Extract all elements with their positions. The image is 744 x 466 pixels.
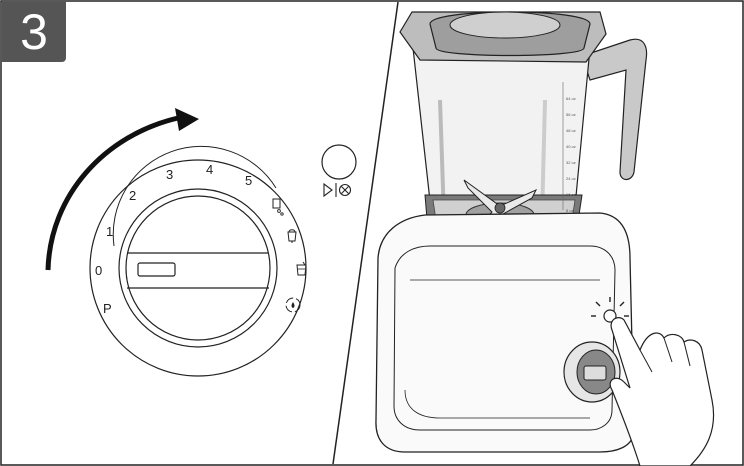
dial-position-5: 5: [245, 173, 252, 188]
self-clean-icon: [285, 297, 301, 313]
dial-position-p: P: [103, 301, 112, 316]
dial-knob[interactable]: [125, 195, 271, 341]
volume-scale: 64 oz 56 oz 48 oz 40 oz 32 oz 24 oz 16 o…: [562, 82, 576, 213]
dial-position-3: 3: [166, 167, 173, 182]
dial-position-labels: P 0 1 2 3 4 5: [95, 162, 252, 316]
dial-pointer: [137, 262, 176, 277]
blender-illustration: 64 oz 56 oz 48 oz 40 oz 32 oz 24 oz 16 o…: [375, 11, 715, 466]
motor-base: [375, 212, 635, 453]
base-pulse-button[interactable]: [591, 297, 629, 323]
smoothie-icon: [272, 198, 284, 216]
dial-position-0: 0: [95, 263, 102, 278]
dial-position-4: 4: [206, 162, 213, 177]
dial-position-1: 1: [106, 224, 113, 239]
dial-position-2: 2: [129, 188, 136, 203]
volume-mark: 56 oz: [566, 112, 576, 117]
volume-mark: 64 oz: [566, 96, 576, 101]
program-icons: [272, 198, 307, 313]
step-number-badge: 3: [2, 2, 66, 62]
start-stop-icon: [323, 182, 352, 198]
volume-mark: 24 oz: [566, 176, 576, 181]
pitcher-handle: [581, 38, 648, 181]
panel-divider: [332, 1, 399, 465]
soup-icon: [296, 261, 307, 276]
volume-mark: 48 oz: [566, 128, 576, 133]
volume-mark: 40 oz: [566, 144, 576, 149]
volume-mark: 8 oz: [566, 208, 574, 213]
base-control-knob[interactable]: [563, 341, 621, 403]
speed-dial: P 0 1 2 3 4 5: [89, 145, 307, 377]
volume-mark: 16 oz: [566, 192, 576, 197]
pulse-button-icon: [321, 144, 357, 180]
step-number: 3: [20, 4, 48, 60]
volume-mark: 32 oz: [566, 160, 576, 165]
frozen-dessert-icon: [287, 229, 297, 243]
rotation-arrow-icon: [45, 108, 199, 271]
